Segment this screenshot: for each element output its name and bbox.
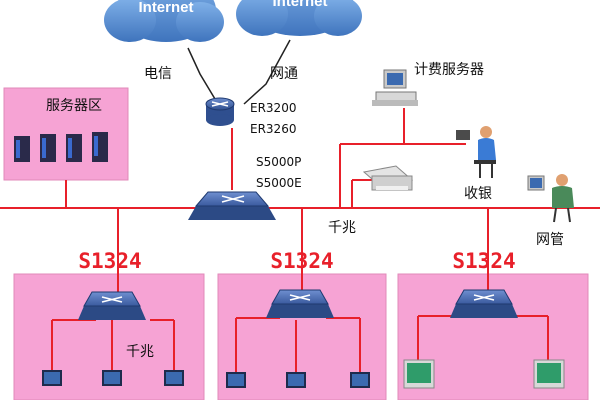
router-icon (205, 97, 235, 126)
access-switch-icon-3 (450, 289, 518, 318)
printer-icon (362, 165, 414, 191)
gigabit-label-access: 千兆 (126, 344, 154, 360)
server-zone-title: 服务器区 (46, 98, 102, 114)
gigabit-label-main: 千兆 (328, 220, 356, 236)
access-switch-icon-2 (266, 289, 334, 318)
admin-person-icon (527, 174, 574, 223)
core-switch-model-2: S5000E (256, 176, 302, 190)
internet-cloud-left: Internet (104, 0, 224, 42)
router-model-2: ER3260 (250, 122, 296, 136)
isp-label-netcom: 网通 (270, 66, 298, 82)
billing-server-label: 计费服务器 (414, 62, 484, 78)
internet-label-right: Internet (272, 0, 327, 10)
cashier-label: 收银 (464, 186, 492, 202)
core-switch-icon (188, 191, 276, 220)
internet-cloud-right: Internet (236, 0, 362, 36)
wan-links (187, 39, 291, 105)
router-model-1: ER3200 (250, 101, 296, 115)
access-switch-icon-1 (78, 291, 146, 320)
access-switch-model-2: S1324 (270, 249, 333, 273)
internet-label-left: Internet (138, 0, 193, 16)
admin-label: 网管 (536, 232, 564, 248)
access-switch-model-3: S1324 (452, 249, 515, 273)
cashier-person-icon (456, 126, 496, 178)
access-switch-model-1: S1324 (78, 249, 141, 273)
isp-label-telecom: 电信 (144, 66, 172, 82)
red-links (0, 108, 600, 372)
core-switch-model-1: S5000P (256, 155, 301, 169)
server-rack-icons (14, 132, 108, 162)
billing-server-icon (372, 69, 418, 106)
client-pc-icons (42, 359, 565, 389)
